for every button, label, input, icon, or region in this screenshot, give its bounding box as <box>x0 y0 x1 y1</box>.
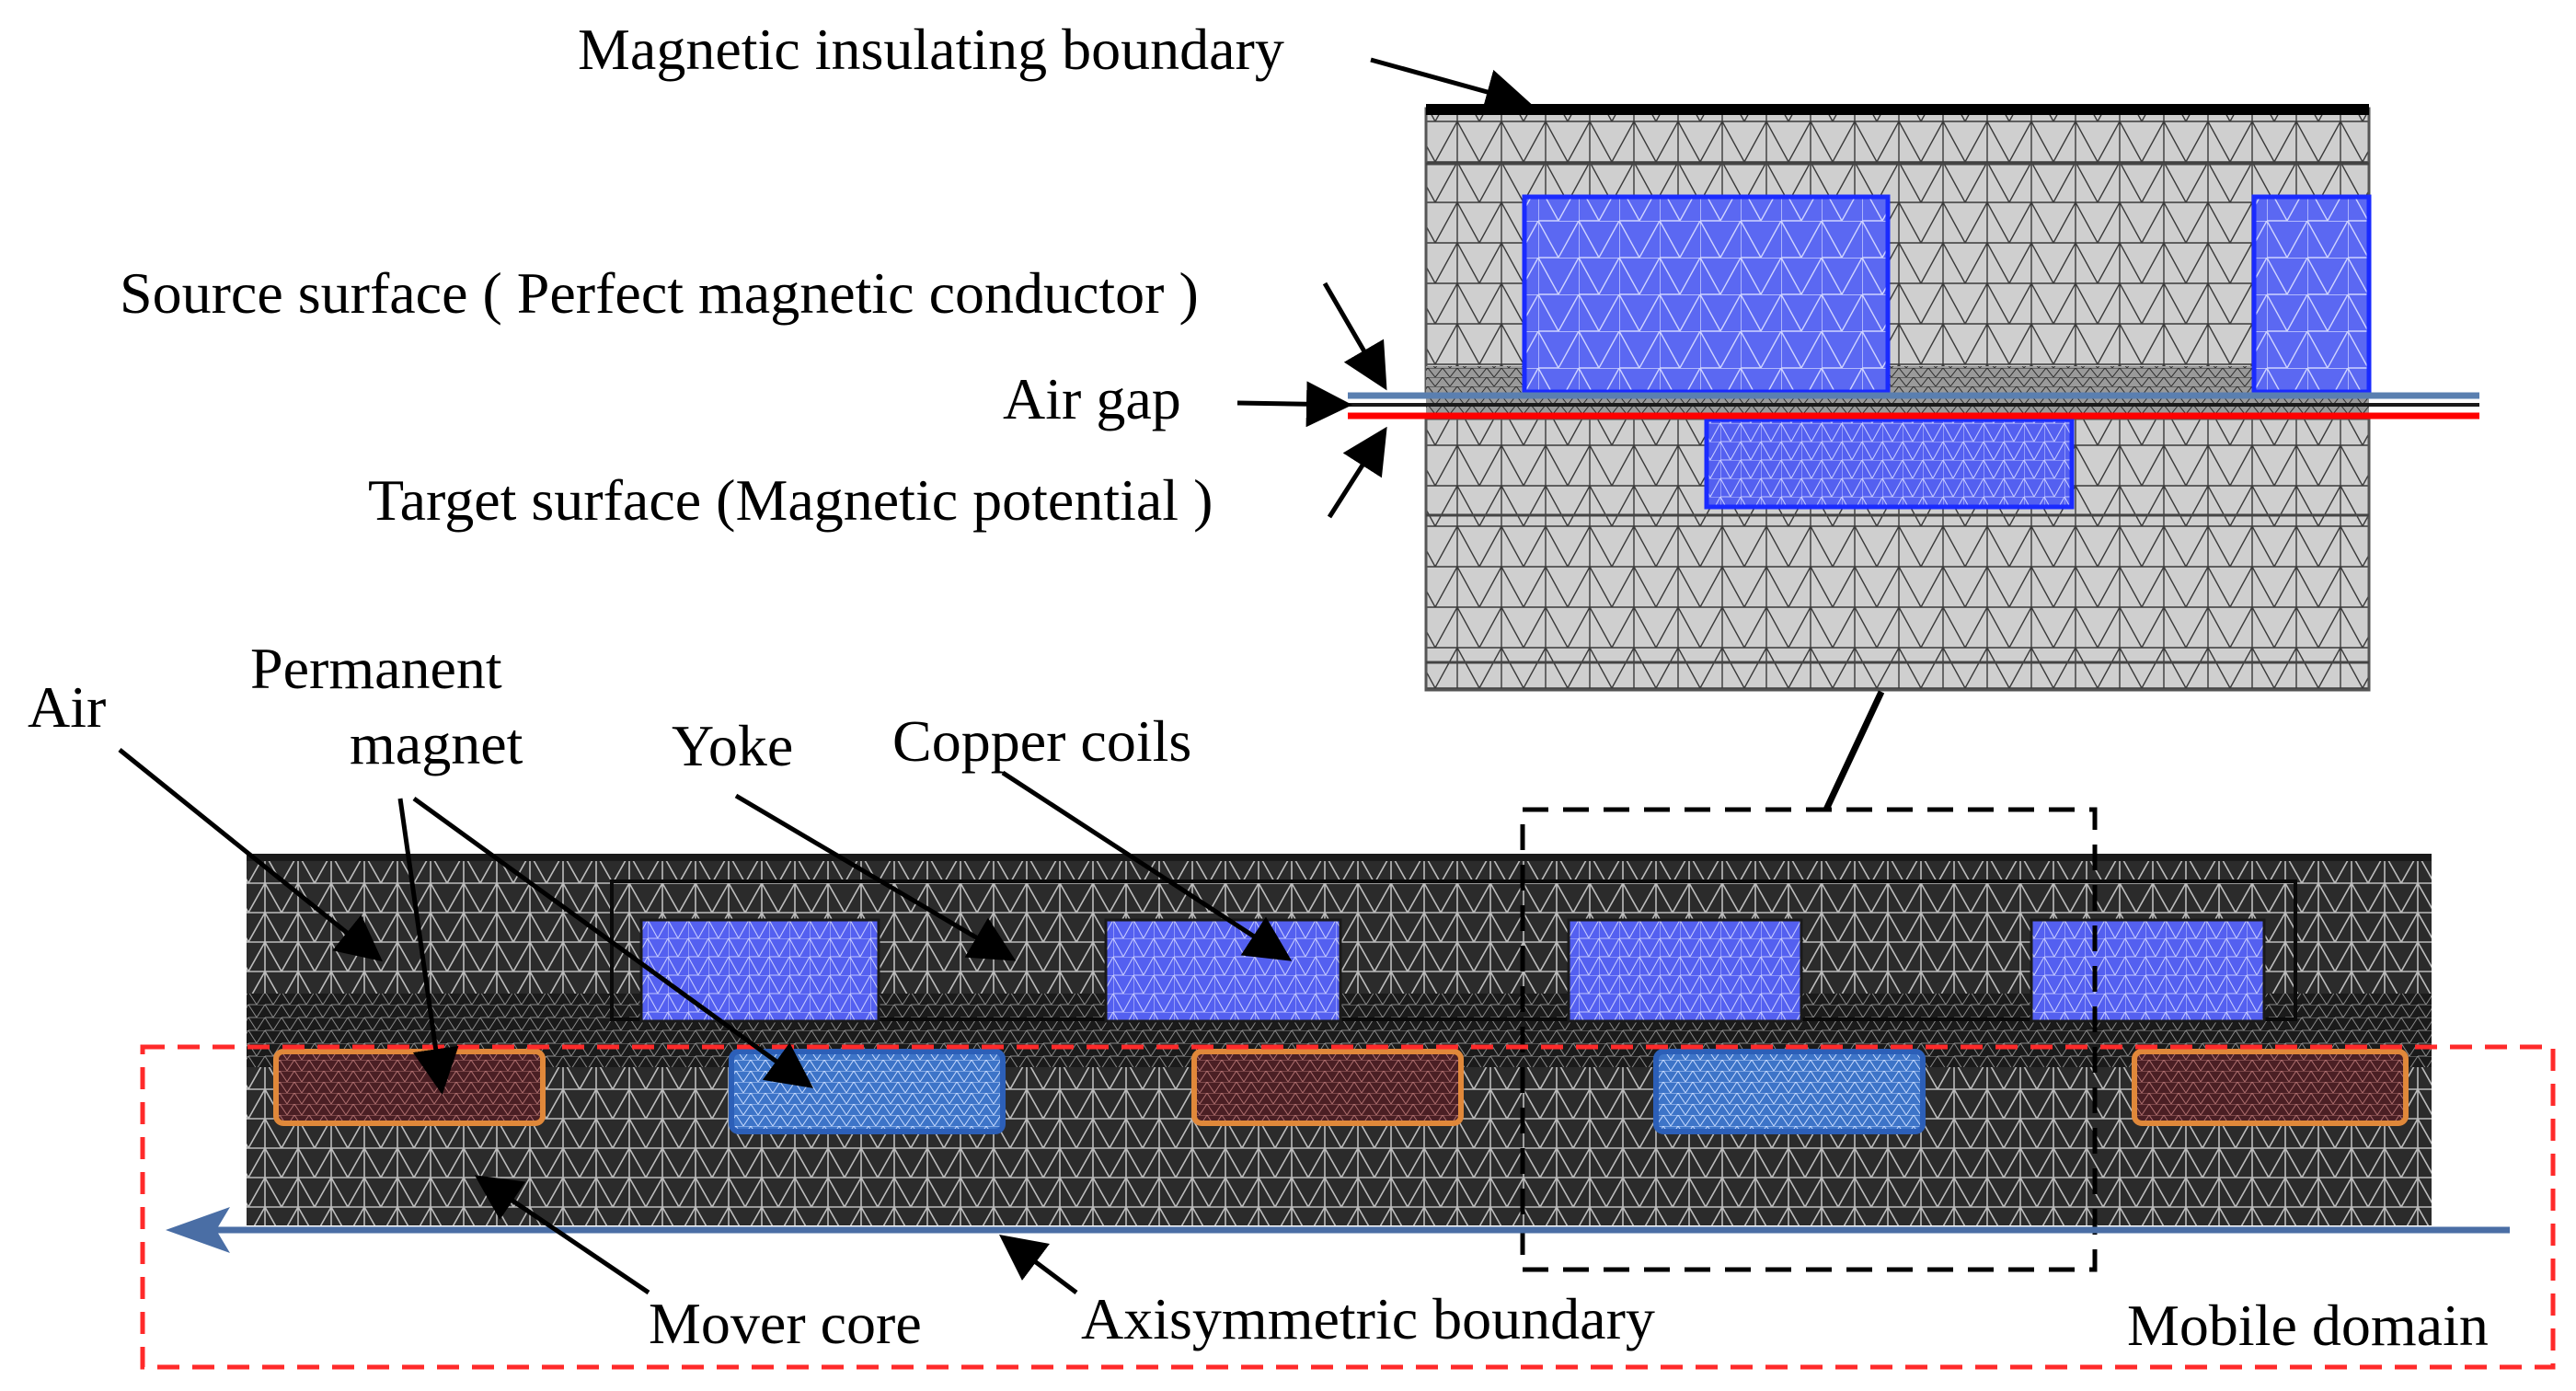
label-yoke: Yoke <box>672 713 793 778</box>
zoom-inset <box>1348 104 2479 692</box>
label-copper-coils: Copper coils <box>892 708 1191 774</box>
label-permanent-magnet-line1: Permanent <box>250 636 502 701</box>
arrow-air-gap <box>1236 381 1352 428</box>
arrow-yoke <box>734 793 1017 961</box>
label-mover-core: Mover core <box>649 1291 922 1356</box>
copper-coil <box>1567 918 1803 1023</box>
permanent-magnet-red <box>2132 1049 2409 1126</box>
axisymmetric-axis <box>166 1207 2510 1253</box>
arrow-axisymmetric-boundary <box>999 1235 1078 1294</box>
mobile-domain-box <box>140 1044 2556 1370</box>
zoom-connector-line <box>1823 690 1885 811</box>
label-magnetic-insulating-boundary: Magnetic insulating boundary <box>578 17 1284 82</box>
copper-coil <box>1104 918 1342 1023</box>
label-target-surface: Target surface (Magnetic potential ) <box>368 467 1213 533</box>
label-axisymmetric-boundary: Axisymmetric boundary <box>1081 1286 1655 1351</box>
copper-coil <box>639 918 880 1023</box>
arrow-source-surface <box>1322 282 1387 391</box>
label-air-gap: Air gap <box>1003 366 1181 431</box>
copper-coil <box>2030 918 2266 1023</box>
arrow-permanent-magnet-2 <box>412 796 814 1088</box>
arrow-copper-coils <box>1001 770 1293 961</box>
permanent-magnet-blue <box>729 1049 1006 1134</box>
yoke-outline <box>610 879 2297 1021</box>
label-mobile-domain: Mobile domain <box>2127 1293 2489 1358</box>
inset-copper-coil <box>2251 194 2372 395</box>
leader-arrows <box>118 57 1532 1295</box>
permanent-magnet-red <box>1191 1049 1464 1126</box>
inset-permanent-magnet <box>1704 417 2075 510</box>
arrow-mover-core <box>474 1175 650 1295</box>
arrow-insulating-boundary <box>1370 57 1532 115</box>
inset-copper-coil <box>1522 194 1891 395</box>
axis-arrowhead <box>166 1207 230 1253</box>
arrow-air <box>118 748 383 962</box>
zoom-region-box <box>1520 807 2098 1272</box>
label-source-surface: Source surface ( Perfect magnetic conduc… <box>120 260 1199 326</box>
label-permanent-magnet-line2: magnet <box>350 711 523 776</box>
permanent-magnet-red <box>273 1049 546 1126</box>
label-air: Air <box>28 674 106 740</box>
arrow-target-surface <box>1327 426 1387 519</box>
arrow-permanent-magnet-1 <box>397 798 459 1095</box>
permanent-magnet-blue <box>1653 1049 1926 1134</box>
main-mesh <box>247 854 2432 1225</box>
